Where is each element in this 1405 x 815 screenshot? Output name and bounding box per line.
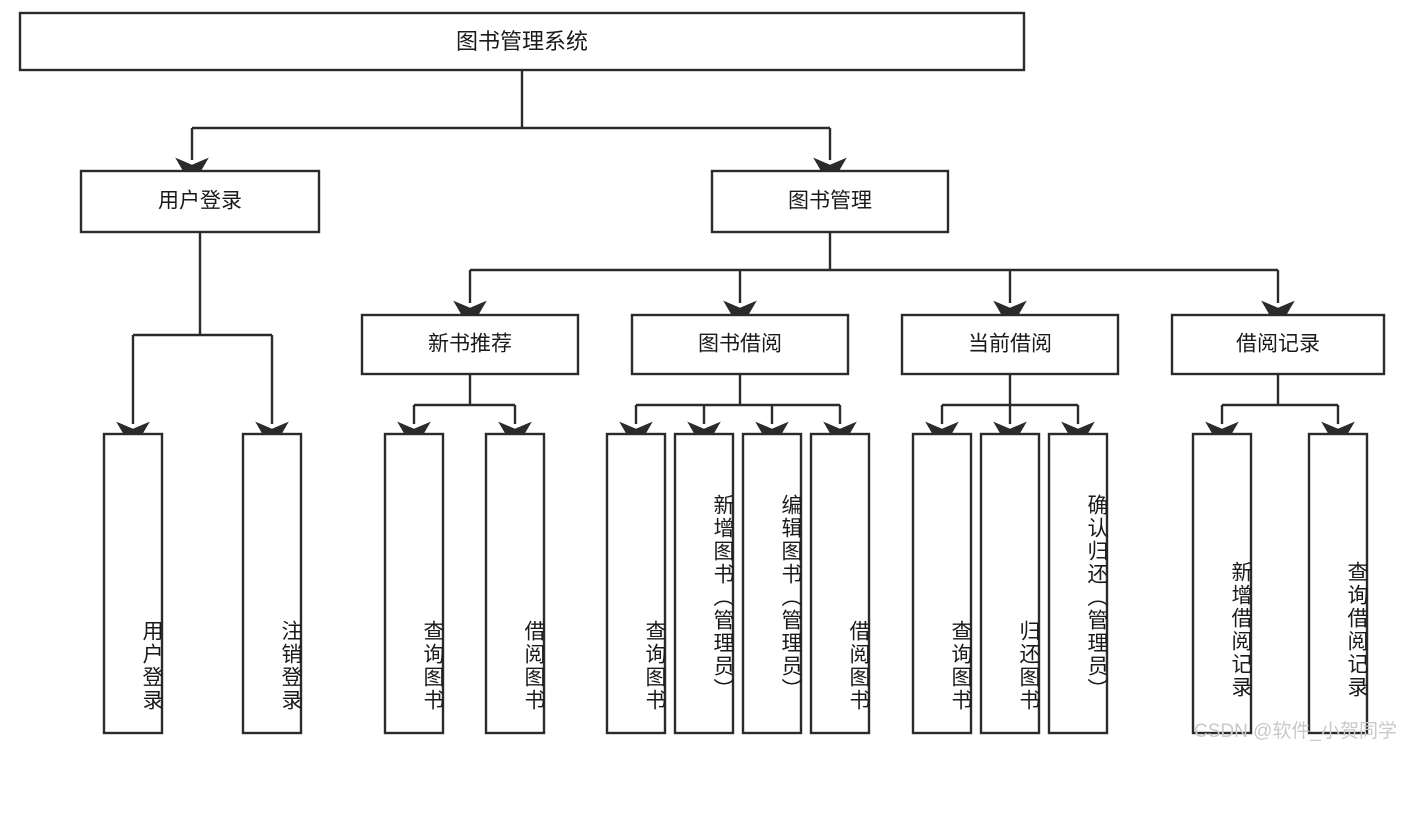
flowchart-diagram: 图书管理系统 用户登录 图书管理 [18, 11, 1397, 742]
node-borrow-record-label: 借阅记录 [1236, 333, 1320, 356]
node-borrow-record[interactable]: 借阅记录 [1170, 313, 1386, 376]
node-user-login-label: 用户登录 [158, 190, 242, 213]
node-book-manage-label: 图书管理 [788, 190, 872, 213]
connector-borrow-record-to-leaves [1205, 374, 1355, 451]
leaf-user-login-box[interactable] [102, 432, 164, 735]
leaf-add-book-box[interactable] [673, 432, 735, 735]
node-new-book-recommend[interactable]: 新书推荐 [360, 313, 580, 376]
node-root-box [18, 11, 1026, 72]
connector-new-book-recommend-to-leaves [397, 374, 532, 451]
leaf-query-record-box[interactable] [1307, 432, 1369, 735]
flowchart-canvas: 图书管理系统 用户登录 图书管理 [18, 11, 1386, 735]
node-borrow-record-box [1170, 313, 1386, 376]
leaf-query-book-3-box[interactable] [911, 432, 973, 735]
connector-root-to-level2 [175, 70, 847, 187]
node-book-manage-box [710, 169, 950, 234]
node-current-borrow-label: 当前借阅 [968, 333, 1052, 356]
node-book-borrow-box [630, 313, 850, 376]
connector-book-manage-to-level3 [453, 232, 1295, 330]
node-new-book-recommend-label: 新书推荐 [428, 333, 512, 356]
leaf-edit-book-box[interactable] [741, 432, 803, 735]
node-user-login[interactable]: 用户登录 [79, 169, 321, 234]
node-book-borrow-label: 图书借阅 [698, 333, 782, 356]
node-new-book-recommend-box [360, 313, 580, 376]
leaf-query-book-2-box[interactable] [605, 432, 667, 735]
leaf-add-record-box[interactable] [1191, 432, 1253, 735]
node-current-borrow-box [900, 313, 1120, 376]
node-current-borrow[interactable]: 当前借阅 [900, 313, 1120, 376]
node-root[interactable]: 图书管理系统 [18, 11, 1026, 72]
leaf-return-book-box[interactable] [979, 432, 1041, 735]
leaf-borrow-book-1-box[interactable] [484, 432, 546, 735]
connector-user-login-to-leaves [116, 232, 289, 451]
node-book-borrow[interactable]: 图书借阅 [630, 313, 850, 376]
connector-book-borrow-to-leaves [619, 374, 857, 451]
leaf-user-logout-box[interactable] [241, 432, 303, 735]
node-book-manage[interactable]: 图书管理 [710, 169, 950, 234]
leaf-confirm-return-box[interactable] [1047, 432, 1109, 735]
leaf-query-book-1-box[interactable] [383, 432, 445, 735]
leaf-borrow-book-2-box[interactable] [809, 432, 871, 735]
csdn-watermark: CSDN @软件_小贺同学 [1194, 721, 1397, 742]
node-root-label: 图书管理系统 [456, 29, 588, 54]
connector-current-borrow-to-leaves [925, 374, 1095, 451]
